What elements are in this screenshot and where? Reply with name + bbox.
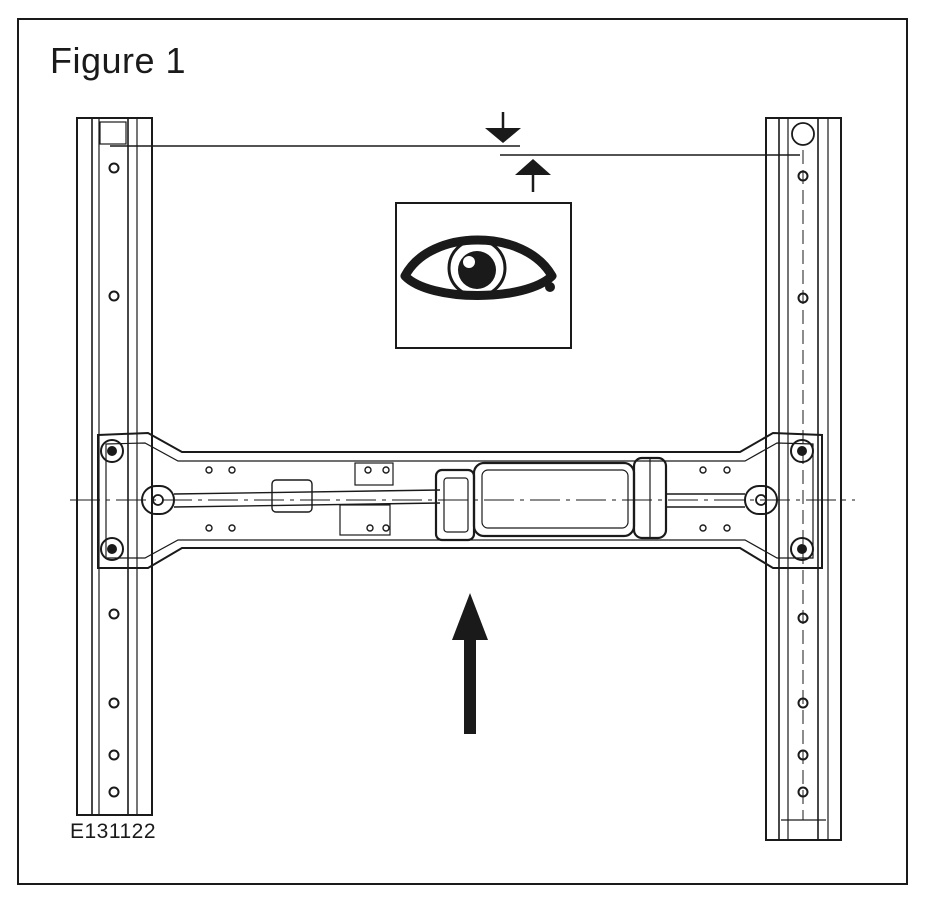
left-rail-holes <box>108 162 120 798</box>
eye-icon <box>395 202 572 349</box>
cross-member-bolts <box>100 439 814 561</box>
cross-member <box>70 431 855 569</box>
clearance-indicator <box>110 112 800 192</box>
left-rail <box>76 117 153 816</box>
figure-title: Figure 1 <box>50 40 187 81</box>
arrow-up-icon <box>452 593 488 734</box>
drawing-reference: E131122 <box>70 820 157 843</box>
right-rail-holes <box>797 170 809 798</box>
actuator <box>434 456 668 542</box>
right-rail <box>765 117 842 841</box>
gap-arrows-icon <box>485 112 551 192</box>
cross-member-rivets <box>205 466 731 532</box>
